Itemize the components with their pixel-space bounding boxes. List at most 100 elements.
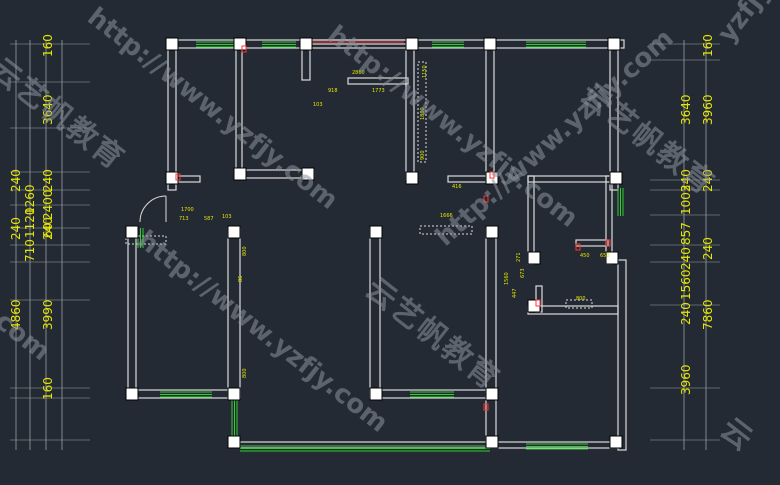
plan-label: 900	[420, 150, 426, 160]
dim-left-text: 240	[41, 217, 55, 240]
dim-left-text: 4860	[9, 299, 23, 330]
dim-right-text: 1003	[679, 184, 693, 215]
dim-right-text: 857	[679, 222, 693, 245]
markers	[175, 45, 611, 411]
wall-segment	[127, 227, 137, 399]
plan-label: 271	[516, 252, 522, 262]
dim-right-text: 240	[679, 247, 693, 270]
plan-label: 86	[238, 276, 244, 282]
structural-column	[485, 225, 499, 239]
structural-column	[299, 37, 313, 51]
dim-right-text: 1560	[679, 269, 693, 300]
structural-column	[609, 435, 623, 449]
dim-left-text: 240	[41, 169, 55, 192]
plan-label: 587	[204, 216, 214, 222]
wall-segment	[347, 77, 409, 85]
plan-label: 103	[222, 214, 232, 220]
structural-column	[125, 387, 139, 401]
structural-column	[405, 37, 419, 51]
plan-label: 1800	[420, 107, 426, 120]
hatched-partition	[417, 61, 427, 163]
structural-column	[605, 251, 619, 265]
wall-segment	[605, 175, 613, 265]
dim-right-text: 3640	[679, 94, 693, 125]
wall-segment	[239, 441, 621, 449]
structural-column	[301, 167, 315, 181]
dim-left-text: 240	[9, 217, 23, 240]
dim-left-text: 3990	[41, 299, 55, 330]
wall-segment	[227, 227, 241, 399]
wall-segment	[167, 39, 177, 191]
plan-label: 103	[313, 102, 323, 108]
wall-segment	[617, 259, 627, 451]
dim-left-text: 1260	[23, 184, 37, 215]
plan-label: 800	[242, 246, 248, 256]
hatched-partition	[565, 299, 593, 309]
plan-label: 416	[452, 184, 462, 190]
dim-left-text: 3640	[41, 94, 55, 125]
wall-segment	[575, 239, 609, 247]
structural-column	[165, 171, 179, 185]
structural-column	[227, 435, 241, 449]
red-marker	[483, 403, 489, 411]
dim-right-text: 240	[679, 302, 693, 325]
plan-label: 1773	[372, 88, 385, 94]
dim-left-text: 60	[41, 223, 55, 238]
red-marker	[241, 45, 247, 53]
plan-label: 1150	[422, 65, 428, 78]
wall-segment	[235, 39, 243, 176]
plan-label: 918	[328, 88, 338, 94]
wall-segment	[527, 175, 613, 183]
structural-column	[125, 225, 139, 239]
dim-right-text: 240	[701, 169, 715, 192]
plan-label: 2860	[352, 70, 365, 76]
structural-column	[527, 251, 541, 265]
dim-left-text: 160	[41, 34, 55, 57]
hatched-partition	[419, 225, 473, 235]
structural-column	[405, 171, 419, 185]
dim-left-text: 710	[23, 239, 37, 262]
dim-right-text: 240	[679, 169, 693, 192]
structural-column	[609, 171, 623, 185]
wall-segment	[369, 227, 381, 399]
plan-label: 713	[179, 216, 189, 222]
dim-right-text: 240	[701, 237, 715, 260]
plan-label: 450	[580, 253, 590, 259]
structural-column	[483, 37, 497, 51]
wall-segment	[485, 39, 495, 181]
hatched-partition	[125, 235, 167, 245]
structural-column	[227, 387, 241, 401]
plan-label: 673	[520, 268, 526, 278]
wall-segment	[447, 175, 489, 183]
red-marker	[483, 195, 489, 203]
plan-label: 800	[576, 296, 586, 302]
wall-segment	[405, 39, 415, 181]
left-dimensions: 160 3640 240 1260 240 1120 2400 60 240 7…	[9, 34, 55, 400]
red-marker	[575, 243, 581, 251]
plan-label: 1700	[181, 207, 194, 213]
dim-left-text: 240	[9, 169, 23, 192]
plan-label: 800	[242, 368, 248, 378]
dim-left-text: 160	[41, 377, 55, 400]
structural-column	[485, 387, 499, 401]
red-marker	[175, 173, 181, 181]
structural-column	[227, 225, 241, 239]
structural-column	[485, 435, 499, 449]
plan-label: 650	[600, 253, 610, 259]
plan-label: 447	[512, 288, 518, 298]
plan-label: 1560	[504, 272, 510, 285]
plan-labels: 2860 1150 918 1773 103 1800 900 416 1700…	[179, 65, 610, 378]
right-dimensions: 3640 240 1003 857 240 1560 240 3960 160 …	[679, 34, 715, 395]
wall-segment	[485, 227, 497, 444]
dim-right-text: 160	[701, 34, 715, 57]
structural-column	[233, 167, 247, 181]
dim-right-text: 7860	[701, 299, 715, 330]
wall-segment	[609, 39, 619, 191]
door-swing	[139, 195, 167, 223]
dim-right-text: 3960	[679, 364, 693, 395]
structural-column	[369, 225, 383, 239]
dimension-lines	[10, 40, 720, 450]
plan-label: 1666	[440, 213, 453, 219]
